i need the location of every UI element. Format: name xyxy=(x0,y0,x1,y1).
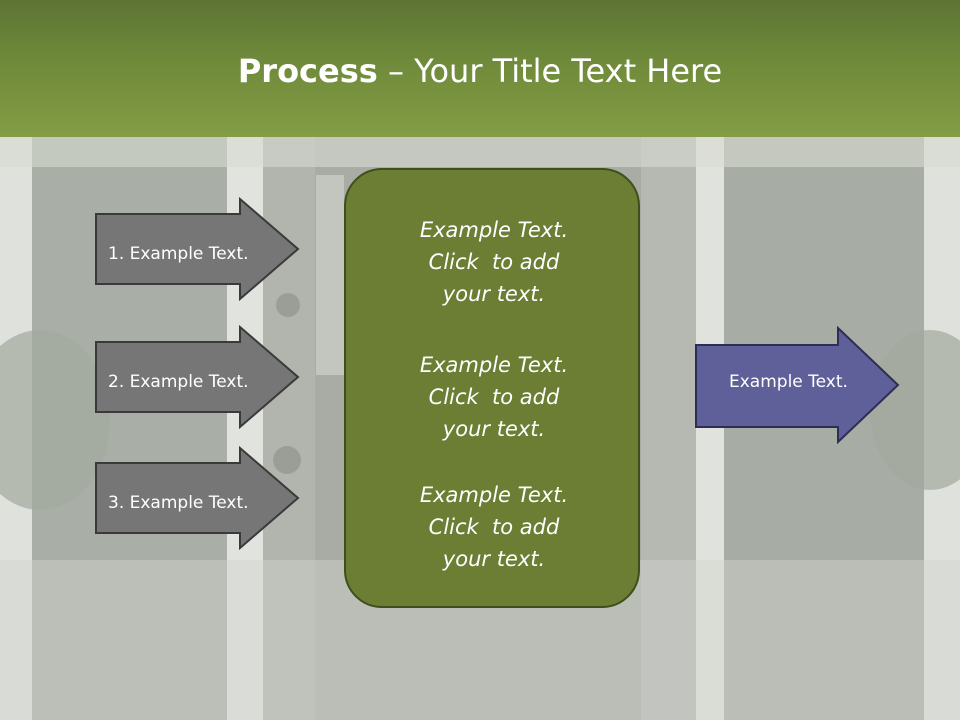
left-arrow-2[interactable] xyxy=(94,325,300,429)
panel-text-block-2[interactable]: Example Text. Click to add your text. xyxy=(346,349,642,445)
left-arrow-2-label: 2. Example Text. xyxy=(108,372,249,392)
panel-block-3-line-1: Example Text. xyxy=(419,483,569,507)
right-arrow[interactable] xyxy=(694,326,900,444)
panel-block-1-line-1: Example Text. xyxy=(419,218,569,242)
panel-block-2-line-2: Click to add xyxy=(428,385,560,409)
panel-block-3-line-2: Click to add xyxy=(428,515,560,539)
title-rest: – Your Title Text Here xyxy=(377,52,723,90)
panel-block-2-line-1: Example Text. xyxy=(419,353,569,377)
right-arrow-label: Example Text. xyxy=(729,372,848,392)
slide-title[interactable]: Process – Your Title Text Here xyxy=(0,52,960,90)
title-banner xyxy=(0,0,960,137)
panel-block-3-line-3: your text. xyxy=(442,547,546,571)
center-text-panel[interactable]: Example Text. Click to add your text. Ex… xyxy=(344,168,640,608)
panel-block-1-line-3: your text. xyxy=(442,282,546,306)
title-bold-word: Process xyxy=(237,52,378,90)
panel-text-block-3[interactable]: Example Text. Click to add your text. xyxy=(346,479,642,575)
left-arrow-1[interactable] xyxy=(94,197,300,301)
left-arrow-3-label: 3. Example Text. xyxy=(108,493,249,513)
panel-text-block-1[interactable]: Example Text. Click to add your text. xyxy=(346,214,642,310)
panel-block-2-line-3: your text. xyxy=(442,417,546,441)
left-arrow-1-label: 1. Example Text. xyxy=(108,244,249,264)
panel-block-1-line-2: Click to add xyxy=(428,250,560,274)
left-arrow-3[interactable] xyxy=(94,446,300,550)
